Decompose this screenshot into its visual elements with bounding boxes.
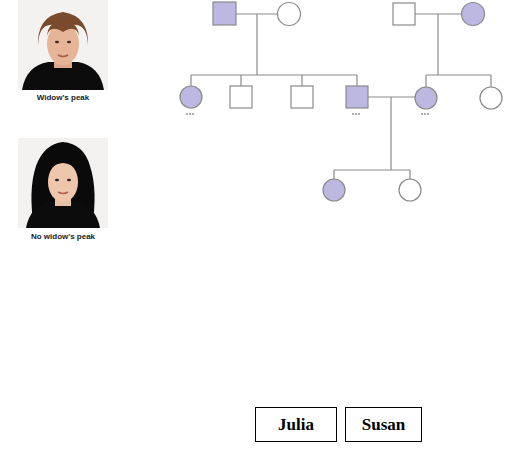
pedigree-ellipse: [48, 162, 78, 202]
pedigree-circle: [192, 113, 194, 115]
pedigree-line: [425, 75, 426, 87]
pedigree-circle: [399, 179, 421, 201]
pedigree-line: [191, 74, 357, 75]
pedigree-line: [490, 75, 491, 87]
photo-no-widows-peak: [18, 138, 108, 228]
pedigree-line: [356, 75, 357, 86]
person-name: Julia: [278, 415, 314, 435]
pedigree-ellipse: [55, 179, 59, 181]
pedigree-path: [47, 20, 79, 36]
pedigree-line: [190, 75, 191, 86]
marker-dots: [186, 113, 429, 115]
pedigree-circle: [421, 113, 423, 115]
pedigree-circle: [186, 113, 188, 115]
pedigree-circle: [180, 86, 202, 108]
pedigree-circle: [278, 3, 301, 26]
pedigree-line: [333, 170, 334, 179]
pedigree-circle: [352, 113, 354, 115]
photo-caption: No widow's peak: [31, 232, 95, 241]
pedigree-path: [47, 156, 79, 178]
pedigree-rect: [230, 86, 252, 108]
pedigree-line: [390, 97, 391, 170]
pedigree-circle: [323, 179, 345, 201]
pedigree-rect: [213, 2, 236, 25]
person-name: Susan: [362, 415, 405, 435]
name-box: Susan: [345, 407, 422, 442]
pedigree-rect: [291, 86, 313, 108]
photo-caption: Widow's peak: [37, 93, 90, 102]
pedigree-circle: [427, 113, 429, 115]
pedigree-ellipse: [67, 41, 71, 43]
pedigree-ellipse: [55, 41, 59, 43]
pedigree-rect: [393, 3, 415, 25]
name-box: Julia: [255, 407, 337, 442]
pedigree-circle: [415, 87, 437, 109]
pedigree-line: [240, 75, 241, 86]
pedigree-circle: [189, 113, 191, 115]
pedigree-line: [334, 169, 410, 170]
pedigree-line: [409, 170, 410, 179]
pedigree-circle: [355, 113, 357, 115]
pedigree-circle: [424, 113, 426, 115]
pedigree-rect: [18, 0, 108, 90]
pedigree-line: [301, 75, 302, 86]
pedigree-line: [426, 74, 491, 75]
pedigree-circle: [480, 87, 502, 109]
pedigree-chart: [180, 2, 502, 201]
pedigree-path: [58, 192, 68, 194]
photo-widows-peak: [18, 0, 108, 90]
pedigree-line: [437, 14, 438, 75]
pedigree-circle: [462, 3, 485, 26]
pedigree-rect: [18, 138, 108, 228]
pedigree-circle: [358, 113, 360, 115]
pedigree-line: [256, 14, 257, 75]
pedigree-ellipse: [67, 179, 71, 181]
pedigree-path: [58, 55, 68, 57]
pedigree-rect: [346, 86, 368, 108]
